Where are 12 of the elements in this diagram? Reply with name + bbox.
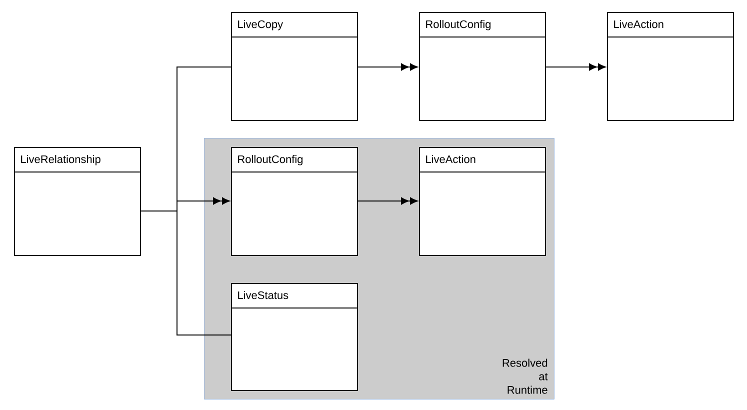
class-box: LiveCopy (230, 12, 358, 121)
class-box: RolloutConfig (418, 12, 546, 121)
class-box: LiveRelationship (14, 147, 141, 256)
connector (358, 63, 418, 71)
class-box: LiveAction (606, 12, 734, 121)
connector (140, 210, 232, 336)
class-box: RolloutConfig (230, 147, 358, 256)
class-box: LiveStatus (230, 283, 358, 391)
connector (546, 63, 606, 71)
class-box: LiveAction (418, 147, 546, 256)
connector (358, 197, 418, 205)
region-label: Resolved at Runtime (502, 358, 548, 394)
